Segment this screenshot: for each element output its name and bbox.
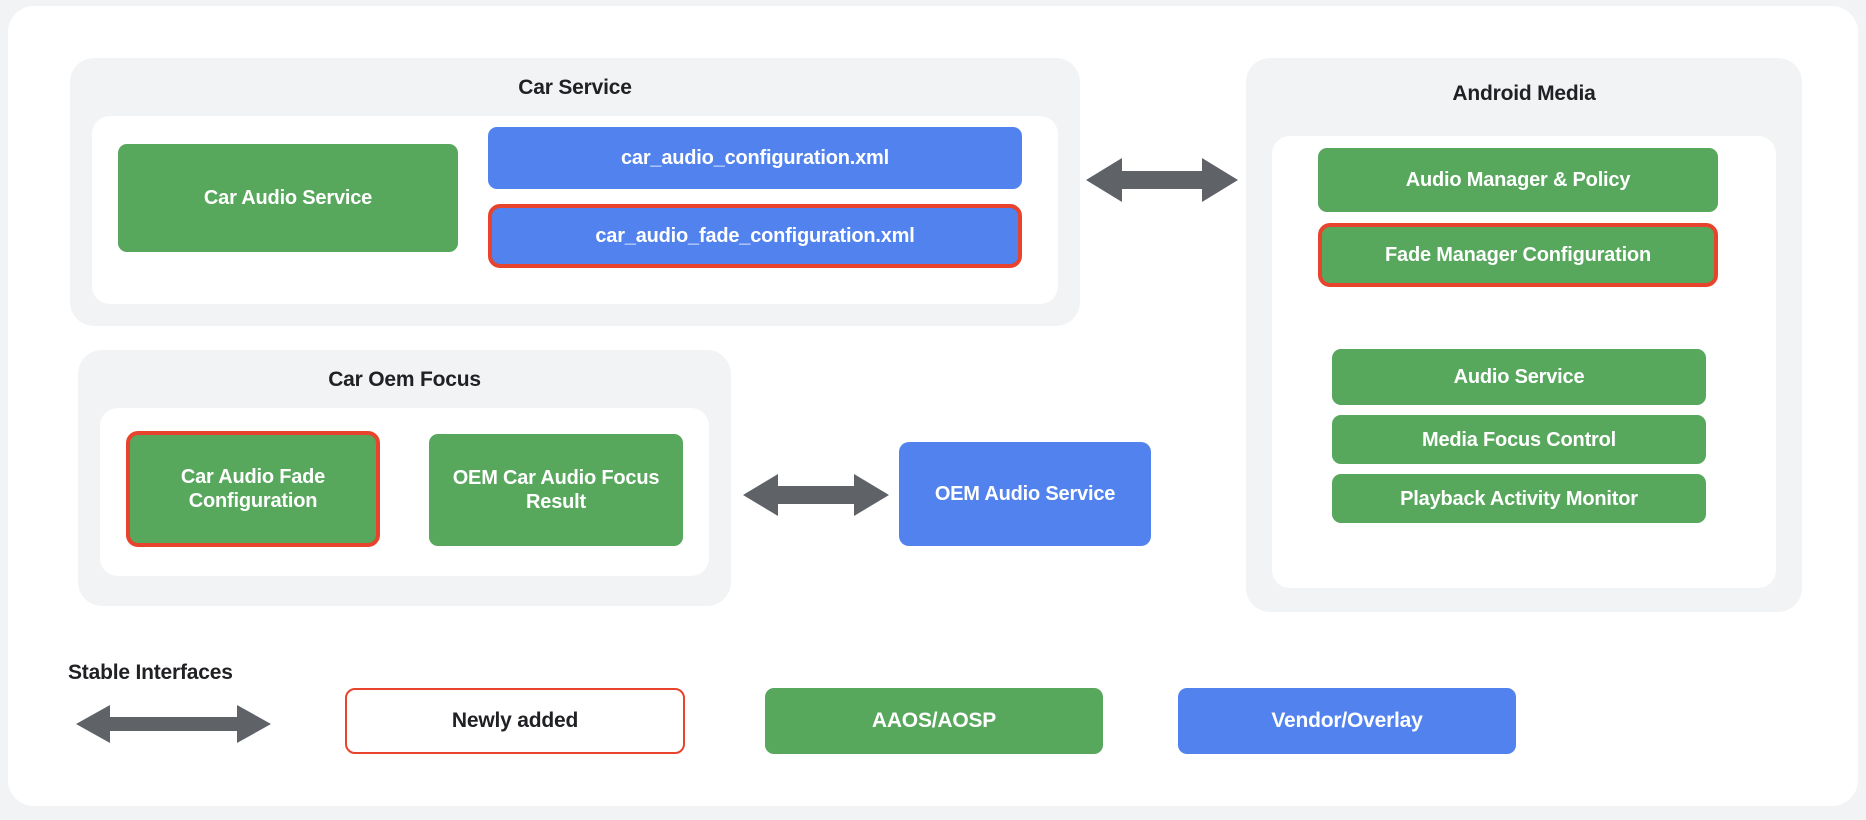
car-service-well: Car Audio Service car_audio_configuratio… <box>92 116 1058 304</box>
node-oem-audio-service[interactable]: OEM Audio Service <box>899 442 1151 546</box>
node-car-audio-fade-configuration-xml[interactable]: car_audio_fade_configuration.xml <box>488 204 1022 268</box>
legend-item-aaos-aosp[interactable]: AAOS/AOSP <box>765 688 1103 754</box>
node-car-audio-fade-configuration[interactable]: Car Audio Fade Configuration <box>126 431 380 547</box>
node-media-focus-control[interactable]: Media Focus Control <box>1332 415 1706 464</box>
group-car-service-title: Car Service <box>518 76 632 99</box>
group-car-oem-focus-title: Car Oem Focus <box>328 368 481 391</box>
connector-car-service-to-android-media <box>1086 152 1238 208</box>
double-arrow-icon <box>76 705 271 743</box>
group-android-media-title: Android Media <box>1452 82 1596 105</box>
legend-item-vendor-overlay[interactable]: Vendor/Overlay <box>1178 688 1516 754</box>
car-oem-focus-well: Car Audio Fade Configuration OEM Car Aud… <box>100 408 709 576</box>
connector-car-oem-focus-to-oem-audio-service <box>743 468 889 522</box>
group-car-service: Car Service Car Audio Service car_audio_… <box>70 58 1080 326</box>
double-arrow-icon <box>1086 158 1238 202</box>
node-oem-car-audio-focus-result[interactable]: OEM Car Audio Focus Result <box>429 434 683 546</box>
legend-item-newly-added[interactable]: Newly added <box>345 688 685 754</box>
double-arrow-icon <box>743 474 889 516</box>
node-fade-manager-configuration[interactable]: Fade Manager Configuration <box>1318 223 1718 287</box>
node-audio-service[interactable]: Audio Service <box>1332 349 1706 405</box>
diagram-card: Car Service Car Audio Service car_audio_… <box>8 6 1858 806</box>
node-audio-manager-and-policy[interactable]: Audio Manager & Policy <box>1318 148 1718 212</box>
group-android-media: Android Media Audio Manager & Policy Fad… <box>1246 58 1802 612</box>
group-car-oem-focus: Car Oem Focus Car Audio Fade Configurati… <box>78 350 731 606</box>
node-playback-activity-monitor[interactable]: Playback Activity Monitor <box>1332 474 1706 523</box>
node-car-audio-service[interactable]: Car Audio Service <box>118 144 458 252</box>
legend-stable-interfaces-arrow <box>76 700 271 748</box>
android-media-well: Audio Manager & Policy Fade Manager Conf… <box>1272 136 1776 588</box>
node-car-audio-configuration-xml[interactable]: car_audio_configuration.xml <box>488 127 1022 189</box>
legend-stable-interfaces-label: Stable Interfaces <box>68 661 233 684</box>
